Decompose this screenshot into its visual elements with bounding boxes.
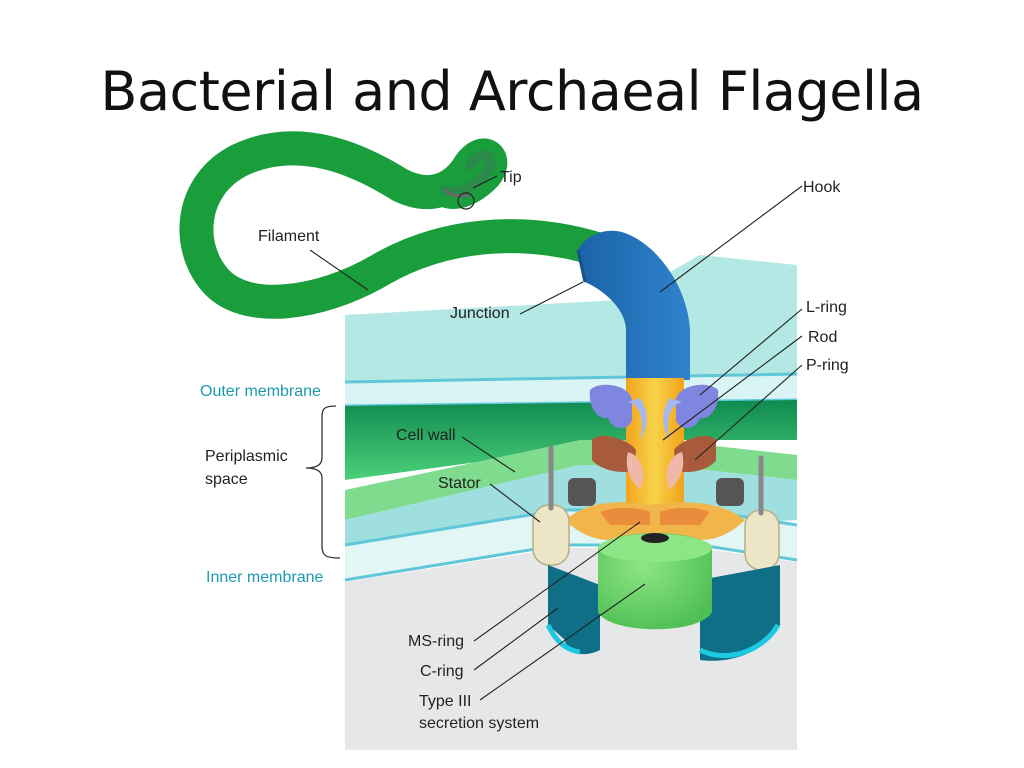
label-junction: Junction [450, 305, 510, 322]
label-p-ring: P-ring [806, 357, 849, 374]
c-ring [545, 565, 781, 661]
stator-blocks [568, 478, 744, 506]
leader-lines [305, 175, 803, 701]
label-hook: Hook [803, 179, 841, 196]
label-stator: Stator [438, 475, 481, 492]
label-filament: Filament [258, 228, 320, 245]
label-cell-wall: Cell wall [396, 427, 456, 444]
label-secretion-system: secretion system [419, 715, 539, 732]
rotor-plate [565, 502, 745, 540]
label-type-iii: Type III [419, 693, 471, 710]
label-l-ring: L-ring [806, 299, 847, 316]
label-space: space [205, 471, 248, 488]
label-ms-ring: MS-ring [408, 633, 464, 650]
slide-title: Bacterial and Archaeal Flagella [100, 60, 924, 123]
label-c-ring: C-ring [420, 663, 464, 680]
filament [179, 131, 617, 319]
label-rod: Rod [808, 329, 837, 346]
label-outer-membrane: Outer membrane [200, 383, 321, 400]
label-tip: Tip [500, 169, 522, 186]
label-inner-membrane: Inner membrane [206, 569, 323, 586]
p-ring [592, 435, 716, 490]
hook [576, 230, 690, 380]
l-ring [589, 384, 719, 440]
ms-ring [598, 533, 712, 630]
label-periplasmic: Periplasmic [205, 448, 288, 465]
